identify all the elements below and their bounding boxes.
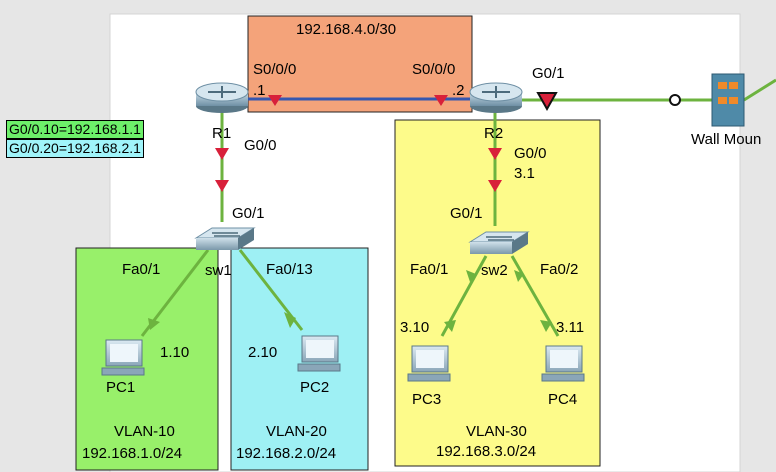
- link-up-marker: [466, 270, 476, 282]
- r2-g01-label: G0/1: [532, 65, 565, 82]
- switch-sw2-name: sw2: [481, 262, 508, 279]
- link-down-marker: [536, 92, 558, 112]
- r1-subif10-label: G0/0.10=192.168.1.1: [6, 120, 144, 139]
- link-up-marker: [540, 320, 552, 332]
- switch-sw2-icon[interactable]: [468, 231, 530, 254]
- sw1-fa013-label: Fa0/13: [266, 261, 313, 278]
- pc2-name: PC2: [300, 379, 330, 396]
- pc2-ip-label: 2.10: [248, 344, 278, 361]
- pc4-ip-label: 3.11: [556, 319, 585, 336]
- r1-serial-ip-label: .1: [253, 82, 266, 99]
- switch-sw1-icon[interactable]: [194, 227, 256, 250]
- wall-mount-icon[interactable]: [711, 73, 745, 127]
- link-down-marker: [215, 180, 229, 192]
- r2-g00-label: G0/0: [514, 145, 547, 162]
- link-up-marker: [284, 312, 296, 328]
- wan-network-label: 192.168.4.0/30: [296, 21, 397, 38]
- vlan30-network: 192.168.3.0/24: [436, 443, 537, 460]
- router-r1-icon[interactable]: [195, 82, 249, 113]
- r1-g00-label: G0/0: [244, 137, 277, 154]
- r2-g00-ip-label: 3.1: [514, 165, 535, 182]
- wall-mount-label: Wall Moun: [691, 131, 762, 148]
- pc4-icon[interactable]: [541, 345, 585, 382]
- pc3-name: PC3: [412, 391, 442, 408]
- vlan20-network: 192.168.2.0/24: [236, 445, 337, 462]
- vlan30-name: VLAN-30: [466, 423, 527, 440]
- vlan10-name: VLAN-10: [114, 423, 175, 440]
- sw1-g01-label: G0/1: [232, 205, 265, 222]
- link-up-marker: [514, 270, 524, 282]
- link-up-marker: [148, 318, 160, 330]
- vlan10-area[interactable]: [75, 247, 219, 471]
- sw1-fa01-label: Fa0/1: [122, 261, 161, 278]
- r2-serial-ip-label: .2: [452, 82, 465, 99]
- link-up-marker: [444, 320, 456, 332]
- wall-exit-link[interactable]: [743, 78, 776, 102]
- pc1-name: PC1: [106, 379, 136, 396]
- sw2-g01-label: G0/1: [450, 205, 483, 222]
- link-down-marker: [215, 148, 229, 160]
- r2-serial-intf-label: S0/0/0: [412, 61, 456, 78]
- switch-sw1-name: sw1: [205, 262, 232, 279]
- pc2-icon[interactable]: [297, 335, 341, 372]
- pc1-ip-label: 1.10: [160, 344, 190, 361]
- pc1-icon[interactable]: [101, 339, 145, 376]
- link-down-marker: [268, 95, 282, 106]
- link-down-marker: [488, 148, 502, 160]
- link-down-marker: [488, 180, 502, 192]
- sw2-fa02-label: Fa0/2: [540, 261, 579, 278]
- r1-serial-intf-label: S0/0/0: [253, 61, 297, 78]
- sw2-fa01-label: Fa0/1: [410, 261, 449, 278]
- vlan20-name: VLAN-20: [266, 423, 327, 440]
- router-r1-name: R1: [212, 125, 232, 142]
- r1-subif20-label: G0/0.20=192.168.2.1: [6, 139, 144, 158]
- router-r2-icon[interactable]: [469, 82, 523, 113]
- vlan30-area[interactable]: [394, 119, 601, 467]
- router-r2-name: R2: [484, 125, 504, 142]
- vlan10-network: 192.168.1.0/24: [82, 445, 183, 462]
- link-down-marker: [434, 95, 448, 106]
- vlan20-area[interactable]: [230, 247, 369, 471]
- link-endpoint-marker: [669, 94, 681, 106]
- pc4-name: PC4: [548, 391, 578, 408]
- pc3-ip-label: 3.10: [400, 319, 430, 336]
- pc3-icon[interactable]: [407, 345, 451, 382]
